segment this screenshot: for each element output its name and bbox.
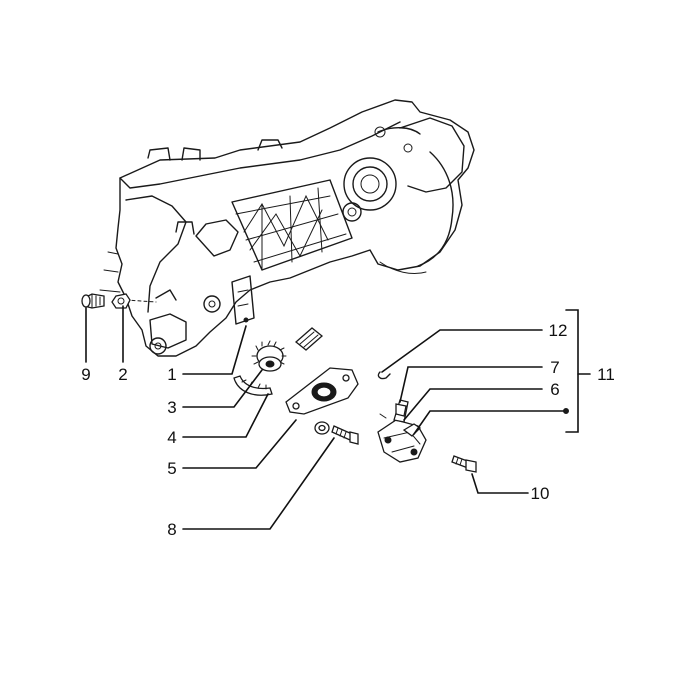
callout-11: 11 bbox=[597, 365, 615, 384]
part-5-gasket bbox=[285, 367, 359, 415]
oil-pump-assembly bbox=[377, 371, 427, 463]
callout-2: 2 bbox=[118, 365, 127, 384]
part-9-bolt bbox=[81, 293, 105, 309]
callout-9: 9 bbox=[81, 365, 90, 384]
callout-10: 10 bbox=[531, 484, 550, 503]
crankshaft-bore bbox=[342, 157, 397, 222]
part-3-half-ring bbox=[233, 375, 273, 396]
callout-labels: 9 2 1 3 4 5 8 12 7 6 11 10 bbox=[81, 321, 615, 539]
part-12-clip bbox=[377, 371, 391, 380]
part-4-chain bbox=[294, 327, 324, 351]
part-2-nut bbox=[111, 293, 131, 309]
part-10-bolt bbox=[451, 455, 477, 473]
callout-3: 3 bbox=[167, 398, 176, 417]
part-1-drive-gear bbox=[251, 340, 287, 372]
callout-12: 12 bbox=[549, 321, 568, 340]
callout-1: 1 bbox=[167, 365, 176, 384]
crankcase-rib-lattice bbox=[231, 179, 353, 271]
part-8-screw bbox=[314, 421, 359, 445]
callout-7: 7 bbox=[550, 358, 559, 377]
crankcase-drawing bbox=[99, 99, 475, 357]
callout-6: 6 bbox=[550, 380, 559, 399]
callout-5: 5 bbox=[167, 459, 176, 478]
callout-8: 8 bbox=[167, 520, 176, 539]
callout-4: 4 bbox=[167, 428, 176, 447]
leader-lines bbox=[85, 305, 591, 530]
